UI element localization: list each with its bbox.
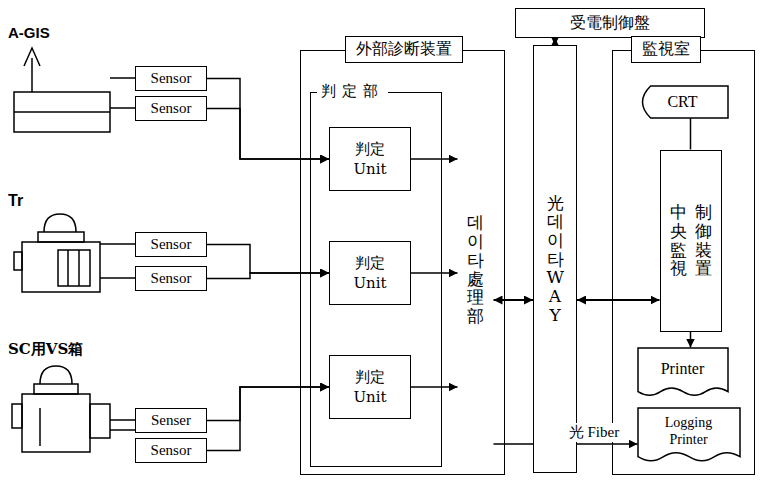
- diagnosis-unit-group: 外部診断装置判定部判定 Unit判定 Unit判定 Unit데이타處理部: [300, 50, 505, 475]
- connector: [577, 299, 660, 301]
- central-control-box: 中央監視制御裝置: [660, 150, 722, 332]
- node-text: 光데이타WAY: [547, 194, 564, 325]
- equipment-label: Tr: [6, 192, 25, 210]
- equipment-label: A-GIS: [6, 24, 52, 41]
- node-text: 判定 Unit: [346, 139, 394, 180]
- printer-symbol: Printer: [638, 348, 728, 400]
- sensor-box: Sensor: [135, 438, 207, 463]
- connector: [554, 38, 556, 45]
- node-text: Sensor: [151, 236, 192, 253]
- judge-unit-box: 判定 Unit: [329, 127, 411, 191]
- connector: [411, 386, 458, 388]
- logging-printer-symbol: Logging Printer: [638, 408, 740, 466]
- node-text: Printer: [661, 360, 705, 378]
- connector: [207, 109, 329, 160]
- node-text: CRT: [667, 93, 697, 111]
- node-text: 中央監視: [670, 203, 687, 278]
- node-text: 데이타處理部: [467, 213, 484, 325]
- sensor-box: Sensor: [135, 266, 207, 291]
- a-gis-symbol: [14, 48, 135, 132]
- node-text: 判定部: [317, 82, 388, 101]
- edge-label: 光 Fiber: [567, 423, 621, 442]
- sensor-box: Sensor: [135, 66, 207, 91]
- vs-box-symbol: [12, 366, 135, 452]
- sensor-box: Sensor: [135, 96, 207, 121]
- node-text: 受電制御盤: [570, 13, 650, 34]
- crt-symbol: CRT: [638, 86, 728, 118]
- connector: [494, 299, 534, 301]
- node-text: 外部診断装置: [345, 36, 463, 63]
- control-panel-box: 受電制御盤: [515, 8, 705, 38]
- optical-dataway-box: 光데이타WAY: [533, 45, 577, 473]
- equipment-label: SC用VS箱: [6, 340, 85, 359]
- node-text: Sensor: [151, 100, 192, 117]
- connector: [207, 387, 329, 421]
- transformer-symbol: [14, 214, 135, 292]
- connector: [207, 387, 329, 451]
- node-text: Sensor: [151, 442, 192, 459]
- node-text: Logging Printer: [654, 415, 724, 447]
- node-text: Sensor: [151, 270, 192, 287]
- node-text: Sensor: [151, 70, 192, 87]
- node-text: 判定 Unit: [346, 253, 394, 294]
- connector: [411, 272, 458, 274]
- judge-unit-box: 判定 Unit: [329, 355, 411, 419]
- node-text: 判定 Unit: [346, 367, 394, 408]
- node-text: Senser: [151, 412, 191, 429]
- connector: [207, 273, 329, 279]
- node-text: 制御裝置: [695, 203, 712, 278]
- sensor-box: Senser: [135, 408, 207, 433]
- sensor-box: Sensor: [135, 232, 207, 257]
- connector: [690, 332, 692, 348]
- data-processing-label: 데이타處理部: [458, 110, 494, 430]
- connector: [207, 245, 329, 274]
- judgement-group: 判定部判定 Unit判定 Unit判定 Unit: [310, 92, 442, 467]
- connector: [690, 118, 692, 150]
- node-text: 監視室: [631, 36, 701, 63]
- judge-unit-box: 判定 Unit: [329, 241, 411, 305]
- monitoring-room-group: 監視室CRT中央監視制御裝置PrinterLogging Printer: [612, 50, 755, 475]
- connector: [411, 158, 458, 160]
